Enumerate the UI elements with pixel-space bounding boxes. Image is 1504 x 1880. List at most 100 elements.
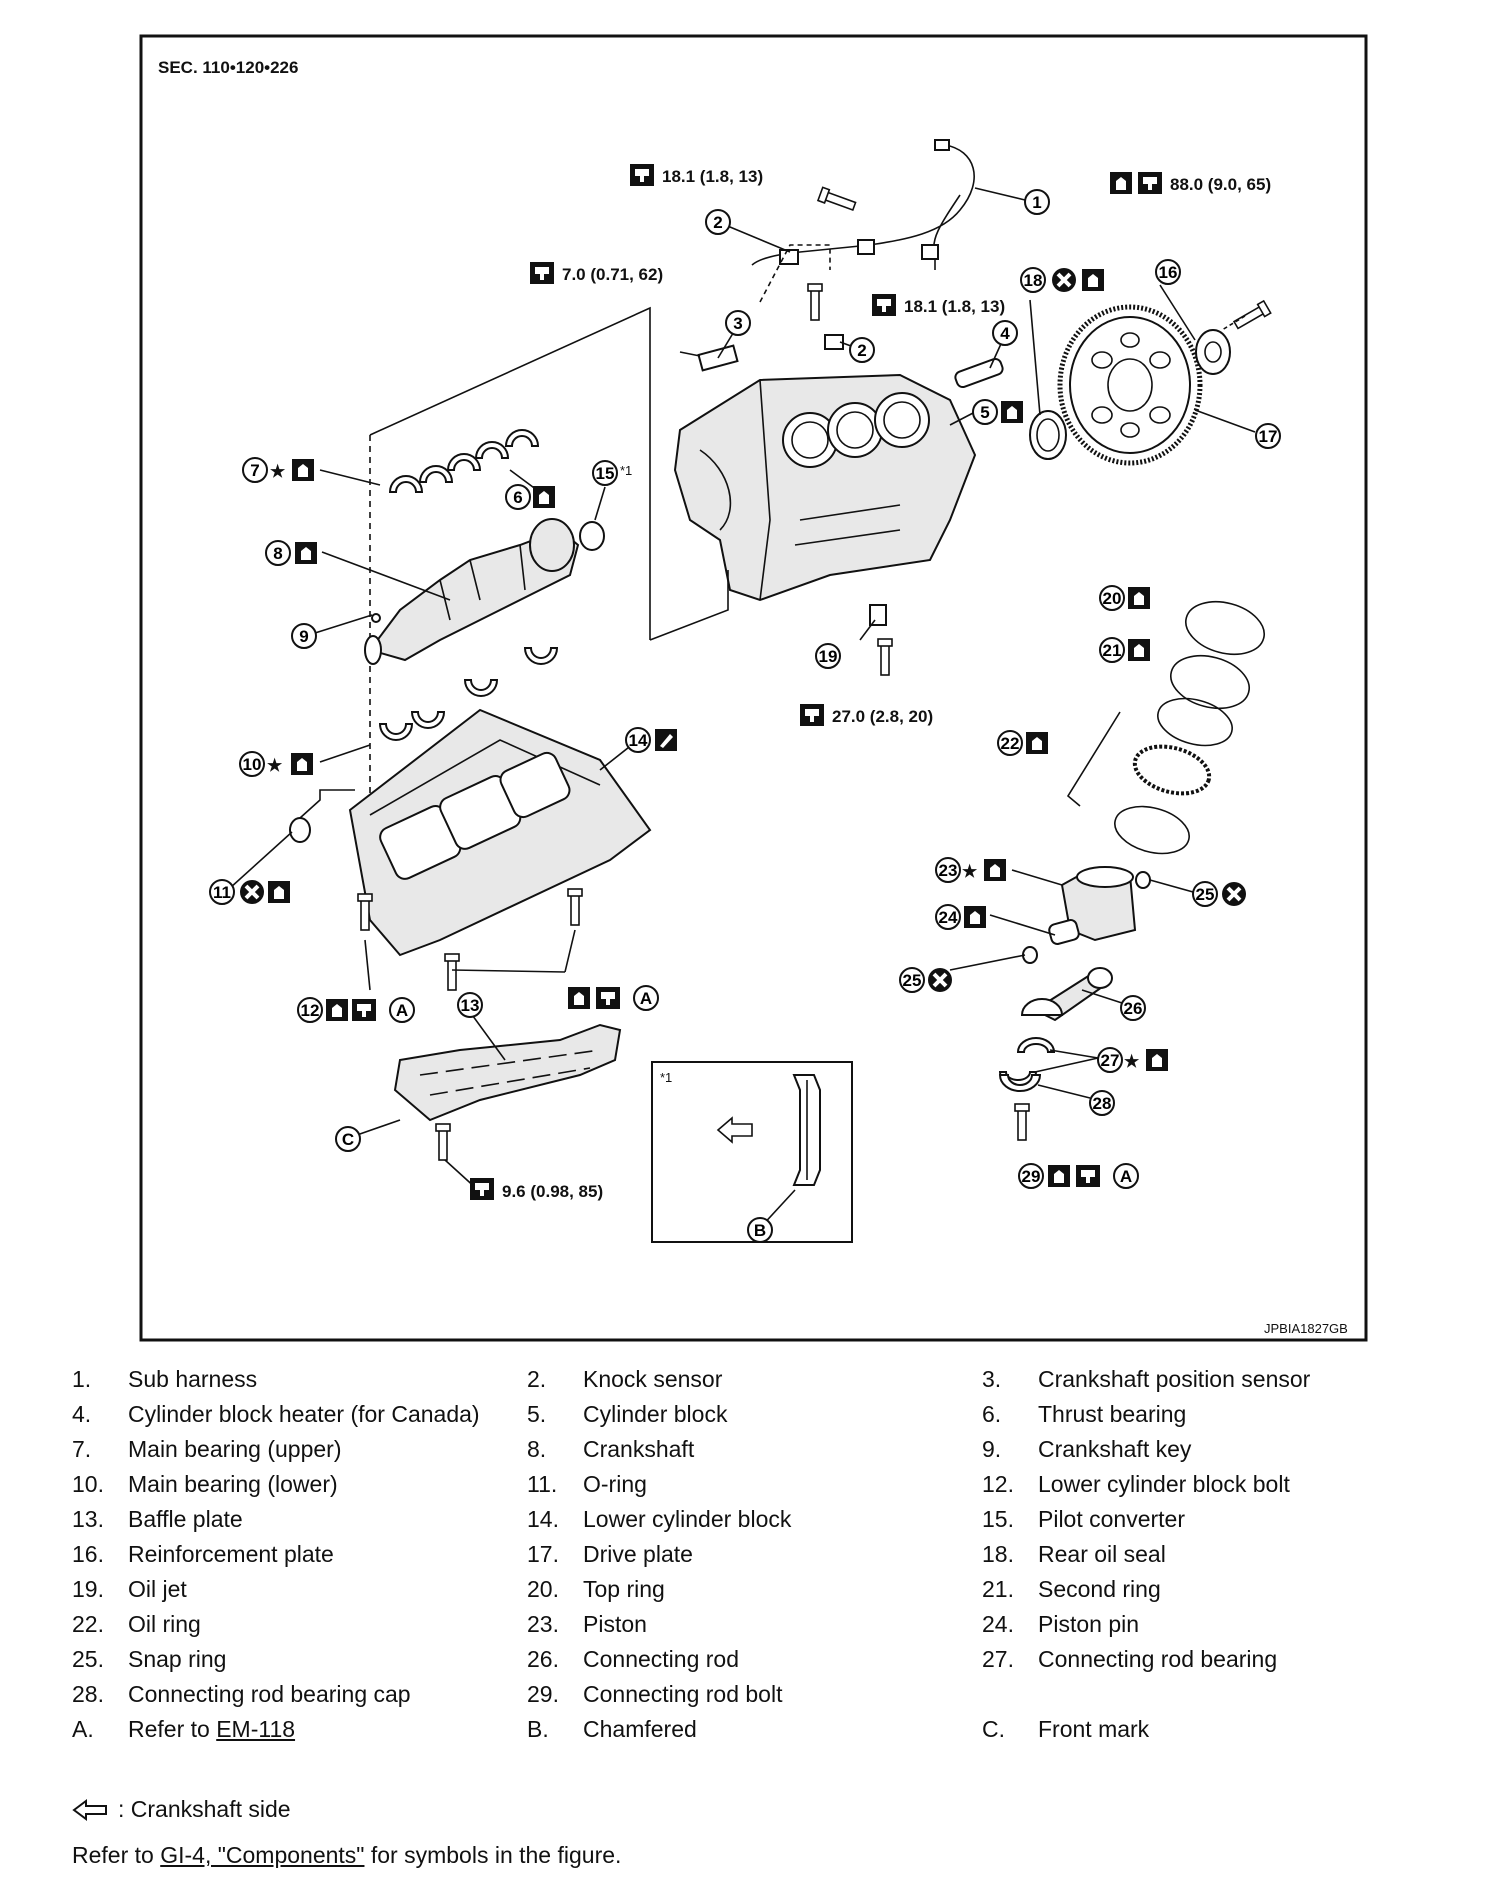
torque-annotations: 18.1 (1.8, 13) 7.0 (0.71, 62) 18.1 (1.8,… xyxy=(470,164,1271,1201)
svg-text:26: 26 xyxy=(1124,999,1143,1018)
image-code: JPBIA1827GB xyxy=(1264,1321,1348,1336)
piston xyxy=(1060,866,1137,942)
gi-4-components-link[interactable]: GI-4, "Components" xyxy=(160,1842,365,1868)
legend-item: 5.Cylinder block xyxy=(527,1401,728,1427)
torque-crank-sensor-bolt: 7.0 (0.71, 62) xyxy=(562,265,663,284)
callout-14: 14 xyxy=(625,727,677,753)
legend-item: 28.Connecting rod bearing cap xyxy=(72,1681,411,1707)
svg-text:23: 23 xyxy=(939,861,958,880)
callout-12: 12 A xyxy=(297,997,415,1023)
main-bearing-upper xyxy=(388,429,540,493)
legend-item: 11.O-ring xyxy=(527,1471,647,1497)
svg-text:21: 21 xyxy=(1103,641,1122,660)
torque-oil-jet-bolt: 27.0 (2.8, 20) xyxy=(832,707,933,726)
callout-13: 13 xyxy=(457,992,483,1018)
svg-text:19: 19 xyxy=(819,647,838,666)
svg-text:3: 3 xyxy=(733,314,742,333)
svg-text:A: A xyxy=(1120,1167,1132,1186)
refer-prefix: Refer to xyxy=(72,1842,161,1868)
svg-text:A: A xyxy=(640,989,652,1008)
legend-item-b: B.Chamfered xyxy=(527,1716,697,1742)
svg-text:8: 8 xyxy=(273,544,282,563)
baffle-plate xyxy=(393,1023,622,1122)
top-ring xyxy=(1185,600,1265,656)
svg-text:B: B xyxy=(754,1221,766,1240)
main-bearing-lower xyxy=(378,647,559,741)
callout-23: 23★ xyxy=(935,857,1006,883)
legend-item: 10.Main bearing (lower) xyxy=(72,1471,338,1497)
crankshaft-side-note: : Crankshaft side xyxy=(72,1796,291,1823)
callout-24: 24 xyxy=(935,904,986,930)
legend-item: 15.Pilot converter xyxy=(982,1506,1186,1532)
drive-plate xyxy=(1057,304,1203,466)
svg-text:13: 13 xyxy=(461,996,480,1015)
legend-item: 3.Crankshaft position sensor xyxy=(982,1366,1311,1392)
parts-legend: 1.Sub harness 2.Knock sensor 3.Crankshaf… xyxy=(72,1366,1372,1743)
svg-text:14: 14 xyxy=(629,731,648,750)
legend-item-c: C.Front mark xyxy=(982,1716,1150,1742)
svg-text:25: 25 xyxy=(1196,885,1215,904)
callout-2a: 2 xyxy=(705,209,731,235)
svg-text:10: 10 xyxy=(243,755,262,774)
second-ring xyxy=(1170,654,1250,710)
svg-text:12: 12 xyxy=(301,1001,320,1020)
svg-text:6: 6 xyxy=(513,488,522,507)
svg-text:20: 20 xyxy=(1103,589,1122,608)
callout-6: 6 xyxy=(505,484,555,510)
callout-21: 21 xyxy=(1099,637,1150,663)
callout-8: 8 xyxy=(265,540,317,566)
svg-text:24: 24 xyxy=(939,908,958,927)
svg-text:17: 17 xyxy=(1259,427,1278,446)
callout-12-bolt-symbols: A xyxy=(568,985,659,1011)
legend-item: 29.Connecting rod bolt xyxy=(527,1681,783,1707)
em-118-link[interactable]: EM-118 xyxy=(216,1716,296,1742)
legend-item: 14.Lower cylinder block xyxy=(527,1506,792,1532)
connecting-rod-bearing-cap xyxy=(998,1074,1042,1092)
svg-text:5: 5 xyxy=(980,403,989,422)
svg-text:★: ★ xyxy=(1124,1052,1140,1071)
callout-C: C xyxy=(335,1126,361,1152)
callout-3: 3 xyxy=(725,310,751,336)
legend-item: 1.Sub harness xyxy=(72,1366,258,1392)
legend-item: 4.Cylinder block heater (for Canada) xyxy=(72,1401,480,1427)
callout-28: 28 xyxy=(1089,1090,1115,1116)
svg-text:29: 29 xyxy=(1022,1167,1041,1186)
arrow-left-icon xyxy=(72,1798,107,1821)
svg-text:★: ★ xyxy=(267,756,283,775)
legend-item: 9.Crankshaft key xyxy=(982,1436,1192,1462)
svg-text:18: 18 xyxy=(1024,271,1043,290)
callout-15: 15*1 xyxy=(592,460,632,486)
svg-text:A: A xyxy=(396,1001,408,1020)
legend-item: 23.Piston xyxy=(527,1611,647,1637)
o-ring xyxy=(289,817,311,843)
pilot-converter xyxy=(579,521,605,551)
legend-item: 19.Oil jet xyxy=(72,1576,187,1602)
legend-item: 16.Reinforcement plate xyxy=(72,1541,334,1567)
svg-text:★: ★ xyxy=(962,862,978,881)
callout-19: 19 xyxy=(815,643,841,669)
crankshaft-side-text: : Crankshaft side xyxy=(118,1796,291,1822)
legend-item: 18.Rear oil seal xyxy=(982,1541,1166,1567)
legend-item: 17.Drive plate xyxy=(527,1541,693,1567)
svg-text:*1: *1 xyxy=(620,463,632,478)
legend-item: 26.Connecting rod xyxy=(527,1646,739,1672)
svg-text:2: 2 xyxy=(857,341,866,360)
svg-text:*1: *1 xyxy=(660,1070,672,1085)
svg-text:28: 28 xyxy=(1093,1094,1112,1113)
torque-knock-sensor-bolt-2: 18.1 (1.8, 13) xyxy=(904,297,1005,316)
callout-20: 20 xyxy=(1099,585,1150,611)
legend-item: 8.Crankshaft xyxy=(527,1436,695,1462)
callout-29: 29 A xyxy=(1018,1163,1139,1189)
callout-7: 7★ xyxy=(242,457,314,483)
oil-ring xyxy=(1066,697,1233,855)
crankshaft xyxy=(364,518,580,665)
exploded-view-diagram: SEC. 110•120•226 JPBIA1827GB xyxy=(139,34,1368,1342)
svg-text:C: C xyxy=(342,1130,354,1149)
reinforcement-plate xyxy=(1195,329,1231,375)
callout-17: 17 xyxy=(1255,423,1281,449)
callout-9: 9 xyxy=(291,623,317,649)
svg-text:25: 25 xyxy=(903,971,922,990)
legend-item: 13.Baffle plate xyxy=(72,1506,243,1532)
callout-10: 10 ★ xyxy=(239,751,313,777)
